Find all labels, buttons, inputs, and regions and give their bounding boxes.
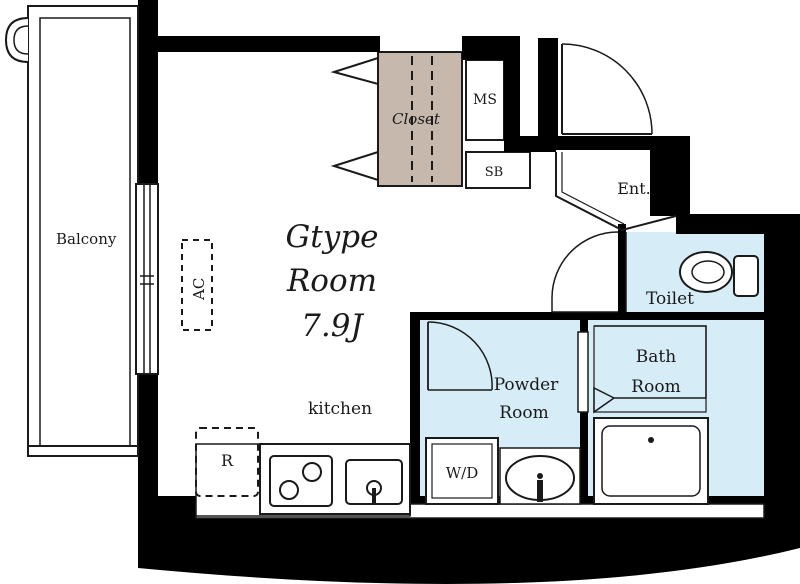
ms-label: MS: [473, 92, 497, 108]
room-size-label: 7.9J: [301, 308, 364, 344]
powder-label-line2: Room: [499, 403, 548, 423]
closet-door-arrow-bottom: [330, 150, 379, 182]
entrance-label: Ent.: [617, 179, 651, 198]
balcony: [4, 5, 139, 457]
kitchen-label: kitchen: [308, 399, 372, 419]
toilet-bowl-icon: [679, 251, 733, 293]
room-label: Room: [286, 263, 377, 299]
toilet: [551, 231, 759, 313]
ac-unit: [181, 239, 213, 331]
toilet-tank-icon: [733, 255, 759, 297]
bath-label-line2: Room: [631, 377, 680, 397]
bath-label-line1: Bath: [636, 347, 676, 367]
room-type-label: Gtype: [286, 219, 379, 255]
sb-label: SB: [485, 165, 503, 180]
ac-label: AC: [190, 278, 208, 301]
stove-icon: [269, 455, 333, 507]
fridge-space: [195, 427, 259, 497]
closet-door-arrow-top: [330, 56, 379, 86]
bath-door: [577, 331, 589, 413]
closet: [377, 51, 463, 187]
powder-label-line1: Powder: [494, 375, 559, 395]
washer-label: W/D: [446, 464, 479, 482]
entrance-door: [555, 43, 677, 232]
sb-storage: [465, 151, 531, 189]
balcony-sliding-window: [135, 183, 159, 375]
balcony-label: Balcony: [56, 230, 117, 248]
washer-icon: [425, 437, 499, 505]
closet-label: Closet: [392, 110, 441, 128]
kitchen: [195, 427, 411, 517]
toilet-label: Toilet: [646, 289, 694, 309]
ms-storage: [465, 59, 505, 141]
powder-room: [425, 321, 581, 505]
bath-room: [593, 325, 709, 505]
fridge-label: R: [221, 451, 234, 470]
